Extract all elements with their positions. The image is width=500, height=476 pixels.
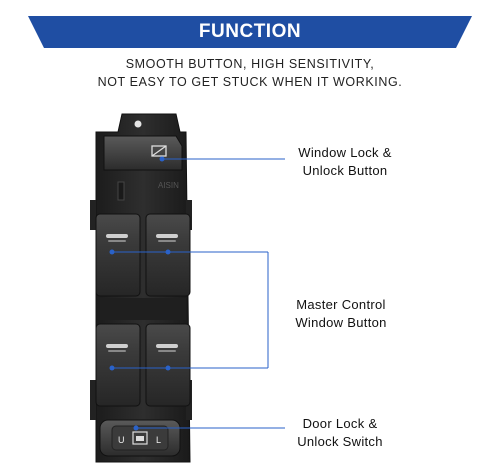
housing-slot	[117, 181, 125, 201]
callout-master-control-line2: Window Button	[295, 315, 387, 330]
callout-window-lock-line2: Unlock Button	[302, 163, 388, 178]
window-button-front-left[interactable]	[95, 213, 141, 297]
callout-window-lock: Window Lock & Unlock Button	[280, 144, 410, 180]
callout-master-control-line1: Master Control	[296, 297, 386, 312]
unlock-letter: U	[118, 435, 125, 445]
callout-lines	[109, 156, 285, 431]
callout-door-lock: Door Lock & Unlock Switch	[275, 415, 405, 451]
callout-master-control: Master Control Window Button	[276, 296, 406, 332]
callout-door-lock-line1: Door Lock &	[302, 416, 378, 431]
lock-letter: L	[156, 435, 161, 445]
embossed-logo: AISIN	[158, 181, 179, 190]
window-button-rear-left[interactable]	[95, 323, 141, 407]
banner-background	[28, 16, 472, 48]
function-banner: FUNCTION	[0, 16, 500, 48]
window-button-front-right[interactable]	[145, 213, 191, 297]
window-lock-button[interactable]	[103, 135, 183, 171]
callout-door-lock-line2: Unlock Switch	[297, 434, 383, 449]
callout-window-lock-line1: Window Lock &	[298, 145, 392, 160]
middle-panel	[100, 298, 186, 320]
subtitle-line-2: NOT EASY TO GET STUCK WHEN IT WORKING.	[97, 75, 403, 89]
door-lock-switch[interactable]	[99, 419, 181, 457]
window-button-rear-right[interactable]	[145, 323, 191, 407]
subtitle-line-1: SMOOTH BUTTON, HIGH SENSITIVITY,	[125, 57, 375, 71]
banner-title: FUNCTION	[198, 21, 302, 42]
